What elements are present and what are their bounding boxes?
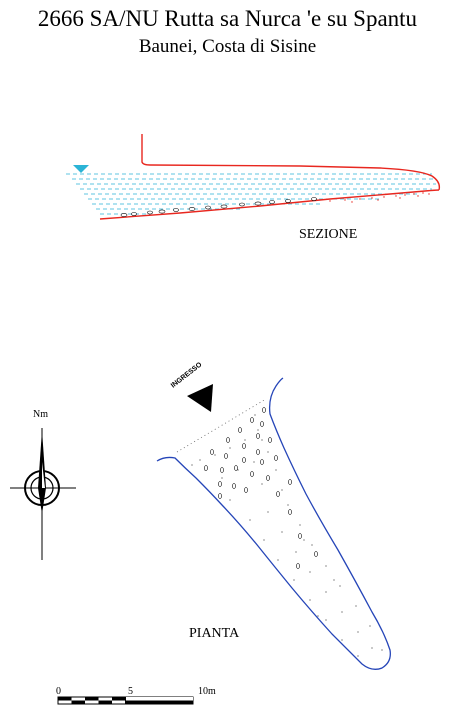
water-lines [66,173,436,215]
entrance-dotted-line [176,398,267,453]
plan-floor-sediment [191,414,383,657]
section-pebbles [120,197,317,217]
section-floor-wall [99,189,440,220]
survey-subtitle: Baunei, Costa di Sisine [138,36,317,57]
section-ceiling-wall [141,134,441,191]
plan-view [156,377,391,670]
entrance-label: INGRESSO [170,361,204,390]
plan-left-wall [156,377,391,670]
water-level-marker [73,165,89,173]
section-label: SEZIONE [299,227,358,242]
scale-tick-0: 0 [56,686,61,697]
scale-bar [57,696,194,705]
scale-tick-5: 5 [128,686,133,697]
plan-label: PIANTA [189,626,240,641]
north-label: Nm [33,409,48,420]
section-floor-sediment [329,192,430,203]
survey-title: 2666 SA/NU Rutta sa Nurca 'e su Spantu [37,6,418,31]
plan-boulders [204,407,318,569]
entrance-marker [187,384,213,412]
section-view [66,134,441,220]
north-arrow-icon [10,428,76,560]
scale-tick-10m: 10m [198,686,216,697]
